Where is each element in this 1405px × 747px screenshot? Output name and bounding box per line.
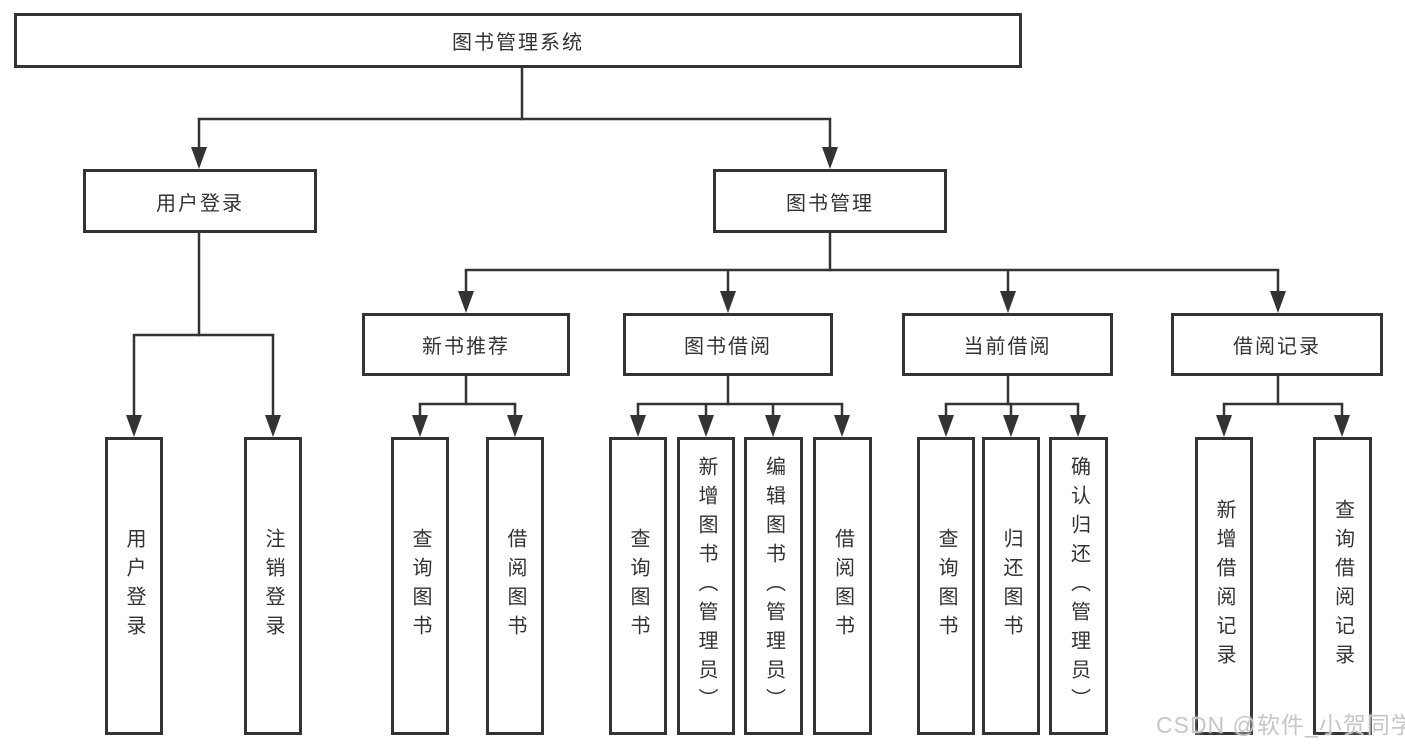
arrowhead-icon [126,415,142,437]
node-leaf-return-books: 归还图书 [982,437,1040,735]
arrowhead-icon [834,415,850,437]
node-label-leaf-query-books-3: 查询图书 [935,528,957,644]
node-label-book-borrow: 图书借阅 [684,336,772,358]
node-leaf-add-books-admin: 新增图书（管理员） [677,437,735,735]
node-leaf-user-login: 用户登录 [105,437,163,735]
node-label-leaf-edit-books-admin: 编辑图书（管理员） [762,455,785,717]
watermark: CSDN @软件_小贺同学 [1156,712,1405,738]
node-label-leaf-borrow-books-2: 借阅图书 [831,528,854,644]
node-leaf-borrow-books-2: 借阅图书 [813,437,872,735]
node-label-leaf-logout: 注销登录 [262,528,284,644]
node-label-new-book-recommend: 新书推荐 [422,336,510,358]
node-label-leaf-query-books-2: 查询图书 [627,528,649,644]
node-label-leaf-add-borrow-record: 新增借阅记录 [1213,499,1235,673]
arrowhead-icon [630,415,646,437]
node-leaf-confirm-return: 确认归还（管理员） [1049,437,1108,735]
node-label-leaf-return-books: 归还图书 [1000,528,1022,644]
node-leaf-edit-books-admin: 编辑图书（管理员） [744,437,803,735]
node-book-borrow: 图书借阅 [623,313,833,376]
node-user-login-module: 用户登录 [83,169,317,233]
arrowhead-icon [765,415,781,437]
node-borrow-records: 借阅记录 [1171,313,1383,376]
node-leaf-logout: 注销登录 [244,437,302,735]
arrowhead-icon [1070,415,1086,437]
node-leaf-borrow-books-1: 借阅图书 [486,437,544,735]
arrowhead-icon [507,415,523,437]
node-leaf-add-borrow-record: 新增借阅记录 [1195,437,1253,735]
node-label-user-login-module: 用户登录 [156,192,244,215]
node-leaf-query-borrow-record: 查询借阅记录 [1313,437,1372,735]
node-label-leaf-query-books-1: 查询图书 [409,528,431,644]
arrowhead-icon [1334,415,1350,437]
arrowhead-icon [720,291,736,313]
node-leaf-query-books-3: 查询图书 [917,437,975,735]
node-new-book-recommend: 新书推荐 [362,313,570,376]
arrowhead-icon [822,147,838,169]
arrowhead-icon [938,415,954,437]
arrowhead-icon [1003,415,1019,437]
arrowhead-icon [1216,415,1232,437]
node-label-leaf-confirm-return: 确认归还（管理员） [1067,455,1090,717]
node-label-borrow-records: 借阅记录 [1233,336,1321,358]
node-root: 图书管理系统 [14,13,1022,68]
node-label-root: 图书管理系统 [452,32,584,54]
node-label-current-borrow: 当前借阅 [963,336,1052,358]
node-leaf-query-books-2: 查询图书 [609,437,667,735]
arrowhead-icon [412,415,428,437]
node-label-leaf-add-books-admin: 新增图书（管理员） [695,455,717,717]
arrowhead-icon [1270,291,1286,313]
arrowhead-icon [1000,291,1016,313]
node-leaf-query-books-1: 查询图书 [391,437,449,735]
node-label-leaf-borrow-books-1: 借阅图书 [504,528,526,644]
node-book-management: 图书管理 [713,169,947,233]
node-current-borrow: 当前借阅 [902,313,1113,376]
arrowhead-icon [458,291,474,313]
node-label-leaf-query-borrow-record: 查询借阅记录 [1331,499,1354,673]
arrowhead-icon [191,147,207,169]
arrowhead-icon [698,415,714,437]
arrowhead-icon [265,415,281,437]
node-label-book-management: 图书管理 [786,192,874,215]
node-label-leaf-user-login: 用户登录 [123,528,145,644]
